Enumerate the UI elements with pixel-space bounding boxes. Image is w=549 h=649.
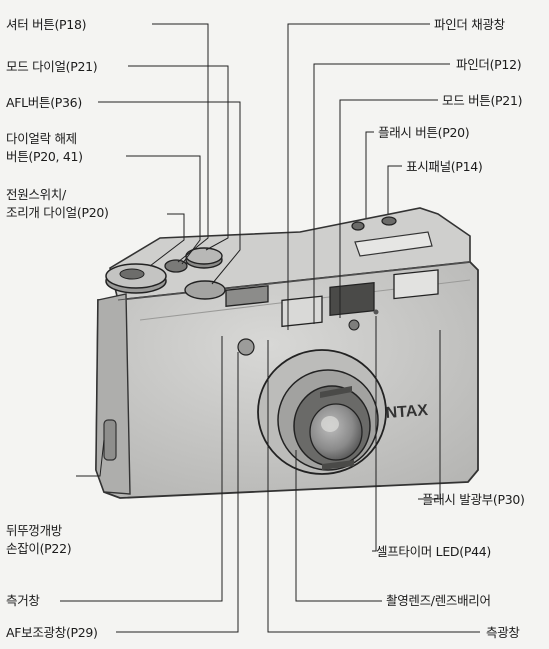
flash-window-shape	[393, 269, 439, 300]
metering-window-shape	[237, 338, 255, 356]
display-panel-shape	[354, 231, 433, 257]
label-metering-window: 측광창	[486, 625, 520, 640]
label-dial-lock-release-2: 버튼(P20, 41)	[6, 149, 83, 164]
label-finder: 파인더(P12)	[456, 57, 522, 72]
label-finder-light-window: 파인더 채광창	[434, 17, 505, 32]
label-mode-button: 모드 버튼(P21)	[442, 93, 523, 108]
label-display-panel: 표시패널(P14)	[406, 159, 483, 174]
label-power-switch-2: 조리개 다이얼(P20)	[6, 205, 109, 220]
shutter-button-shape	[164, 259, 188, 273]
label-power-switch-1: 전원스위치/	[6, 187, 66, 202]
self-timer-led-shape	[348, 319, 360, 331]
af-assist-window-shape	[225, 285, 269, 307]
leader-lines	[60, 23, 480, 633]
label-mode-dial: 모드 다이얼(P21)	[6, 59, 98, 74]
rangefinder-window-shape	[281, 295, 323, 328]
lens-glass	[309, 403, 363, 461]
finder-window-shape	[329, 281, 375, 317]
label-af-assist-window: AF보조광창(P29)	[6, 625, 98, 640]
label-self-timer-led: 셀프타이머 LED(P44)	[376, 544, 491, 559]
label-dial-lock-release-1: 다이얼락 해제	[6, 131, 77, 146]
label-lens-barrier: 촬영렌즈/렌즈배리어	[386, 593, 491, 608]
camera-brand: NTAX	[385, 402, 429, 422]
back-cover-handle	[103, 419, 117, 461]
label-back-cover-2: 손잡이(P22)	[6, 541, 72, 556]
mode-button-shape	[381, 216, 397, 226]
flash-button-shape	[351, 221, 365, 231]
label-back-cover-1: 뒤뚜껑개방	[6, 523, 63, 538]
label-afl-button: AFL버튼(P36)	[6, 95, 82, 110]
label-rangefinder-window: 측거창	[6, 593, 40, 608]
label-flash-button: 플래시 버튼(P20)	[378, 125, 470, 140]
label-shutter-button: 셔터 버튼(P18)	[6, 17, 87, 32]
label-flash-emitter: 플래시 발광부(P30)	[422, 492, 525, 507]
dial-lock-shape	[184, 280, 226, 300]
